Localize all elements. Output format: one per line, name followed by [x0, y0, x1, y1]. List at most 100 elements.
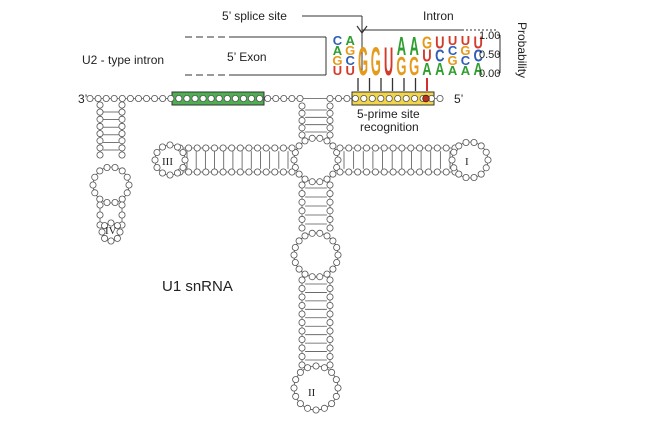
stem-i-bottom	[362, 168, 370, 176]
loop-ii-bulge	[323, 270, 331, 278]
loop-i	[462, 173, 470, 181]
stem-iii-top	[288, 144, 296, 152]
stem-ii-b-left	[298, 293, 306, 301]
logo-letter-g: G	[332, 53, 342, 68]
stem-iv-right	[118, 130, 126, 138]
loop-iii	[173, 169, 181, 177]
stem-label-iv: IV	[105, 225, 117, 237]
stem-i-top	[398, 144, 406, 152]
stem-ii-a-right	[326, 190, 334, 198]
central-junction	[290, 156, 298, 164]
stem-iii-bottom	[210, 168, 218, 176]
stem-iii-top	[185, 144, 193, 152]
stem-ii-b-left	[298, 352, 306, 360]
logo-letter-g: G	[409, 52, 419, 81]
stem-i-bottom	[389, 168, 397, 176]
logo-letter-a: A	[333, 43, 343, 58]
main-row-left	[175, 95, 183, 103]
loop-iii	[151, 156, 159, 164]
stem-iv-right	[118, 151, 126, 159]
loop-i	[482, 148, 490, 156]
main-row-left	[191, 95, 199, 103]
loop-iii	[158, 169, 166, 177]
stem-iii-bottom	[236, 168, 244, 176]
main-row-left	[256, 95, 264, 103]
loop-iii	[179, 163, 187, 171]
central-junction	[295, 170, 303, 178]
stem-ii-upper-left	[298, 117, 306, 125]
intron-label: Intron	[423, 9, 454, 23]
annotation-layer: 5’ splice site Intron U2 - type intron 5…	[82, 9, 529, 91]
central-junction	[334, 156, 342, 164]
logo-letter-u: U	[435, 34, 444, 53]
stem-ii-b-right	[326, 327, 334, 335]
logo-letter-a: A	[410, 32, 419, 61]
logo-letter-a: A	[435, 60, 444, 79]
stem-ii-a-left	[298, 215, 306, 223]
main-row-right	[402, 95, 410, 103]
stem-i-top	[424, 144, 432, 152]
loop-i	[470, 173, 478, 181]
loop-ii-bulge	[334, 251, 342, 259]
logo-letter-a: A	[474, 60, 483, 79]
stem-iii-bottom	[228, 168, 236, 176]
stem-ii-a-left	[298, 224, 306, 232]
stem-ii-b-left	[298, 327, 306, 335]
stem-ii-a-left	[298, 181, 306, 189]
main-row-right	[436, 95, 444, 103]
stem-i-top	[389, 144, 397, 152]
main-row-right	[351, 95, 359, 103]
loop-iv-end	[98, 228, 106, 236]
logo-letter-g: G	[396, 52, 406, 81]
splice-site-label: 5’ splice site	[222, 9, 287, 23]
loop-iv	[125, 181, 133, 189]
stem-ii-a-right	[326, 224, 334, 232]
main-row-left	[134, 95, 142, 103]
main-row-left	[118, 95, 126, 103]
main-row-left	[159, 95, 167, 103]
loop-ii	[320, 404, 328, 412]
logo-letter-a: A	[346, 33, 356, 48]
stem-ii-a-left	[298, 190, 306, 198]
stem-ii-b-right	[326, 301, 334, 309]
stem-i-bottom	[424, 168, 432, 176]
main-row-left	[247, 95, 255, 103]
logo-letter-a: A	[397, 32, 406, 61]
stem-iv-left	[96, 115, 104, 123]
stem-ii-b-right	[326, 344, 334, 352]
stem-iii-bottom	[185, 168, 193, 176]
loop-ii-bulge	[333, 258, 341, 266]
stem-iii-top	[219, 144, 227, 152]
main-row-left	[264, 95, 272, 103]
loop-ii-bulge	[295, 265, 303, 273]
stem-i-top	[380, 144, 388, 152]
central-junction	[329, 170, 337, 178]
probability-axis-label: Probability	[515, 22, 529, 78]
logo-letter-g: G	[460, 43, 470, 58]
stem-ii-upper-right	[326, 102, 334, 110]
stem-ii-upper-right	[326, 117, 334, 125]
stem-ii-b-right	[326, 276, 334, 284]
stem-i-bottom	[380, 168, 388, 176]
stem-iv-left	[96, 122, 104, 130]
stem-i-bottom	[371, 168, 379, 176]
stem-iv-right	[118, 122, 126, 130]
central-junction	[295, 142, 303, 150]
loop-i	[470, 138, 478, 146]
stem-iii-top	[279, 144, 287, 152]
stem-iv-tail-left	[96, 201, 104, 209]
central-junction	[301, 137, 309, 145]
loop-ii-bulge	[308, 229, 316, 237]
stem-iv-right	[118, 137, 126, 145]
loop-iv	[111, 163, 119, 171]
stem-iii-top	[253, 144, 261, 152]
loop-i	[477, 170, 485, 178]
central-junction	[301, 175, 309, 183]
main-row-right	[394, 95, 402, 103]
logo-letter-u: U	[333, 63, 342, 78]
stem-i-top	[416, 144, 424, 152]
main-row-left	[280, 95, 288, 103]
loop-i	[484, 156, 492, 164]
stem-iii-bottom	[245, 168, 253, 176]
main-row-right	[411, 95, 419, 103]
